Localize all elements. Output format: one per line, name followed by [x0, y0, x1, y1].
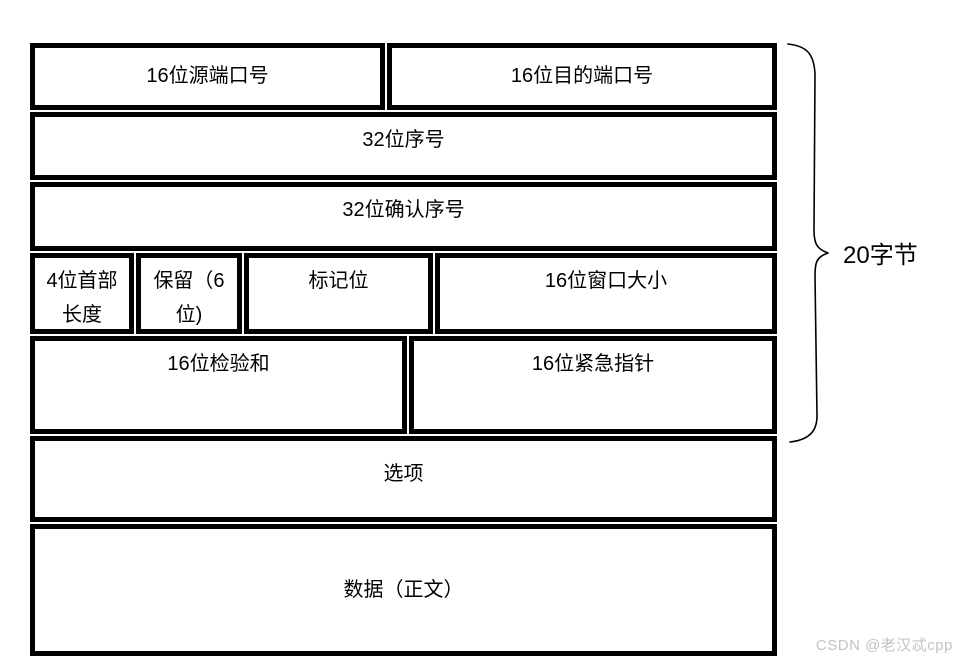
watermark: CSDN @老汉忒cpp: [815, 637, 953, 654]
field-reserved: 保留（6 位): [136, 253, 242, 334]
field-flag-bits: 标记位: [244, 253, 433, 334]
field-options: 选项: [30, 436, 777, 522]
curly-brace-icon: [787, 43, 829, 443]
row-ack: 32位确认序号: [30, 182, 777, 251]
brace-label: 20字节: [843, 242, 918, 269]
row-flags: 4位首部 长度 保留（6 位) 标记位 16位窗口大小: [30, 253, 777, 334]
row-ports: 16位源端口号 16位目的端口号: [30, 43, 777, 110]
field-data: 数据（正文）: [30, 524, 777, 656]
field-checksum: 16位检验和: [30, 336, 407, 434]
field-table: 16位源端口号 16位目的端口号 32位序号 32位确认序号 4位首部 长度 保…: [30, 43, 777, 658]
row-data: 数据（正文）: [30, 524, 777, 656]
field-ack-number: 32位确认序号: [30, 182, 777, 251]
field-source-port: 16位源端口号: [30, 43, 385, 110]
row-checksum: 16位检验和 16位紧急指针: [30, 336, 777, 434]
field-seq-number: 32位序号: [30, 112, 777, 180]
row-sequence: 32位序号: [30, 112, 777, 180]
field-header-length: 4位首部 长度: [30, 253, 134, 334]
row-options: 选项: [30, 436, 777, 522]
field-dest-port: 16位目的端口号: [387, 43, 777, 110]
field-window-size: 16位窗口大小: [435, 253, 777, 334]
field-urgent-pointer: 16位紧急指针: [409, 336, 777, 434]
